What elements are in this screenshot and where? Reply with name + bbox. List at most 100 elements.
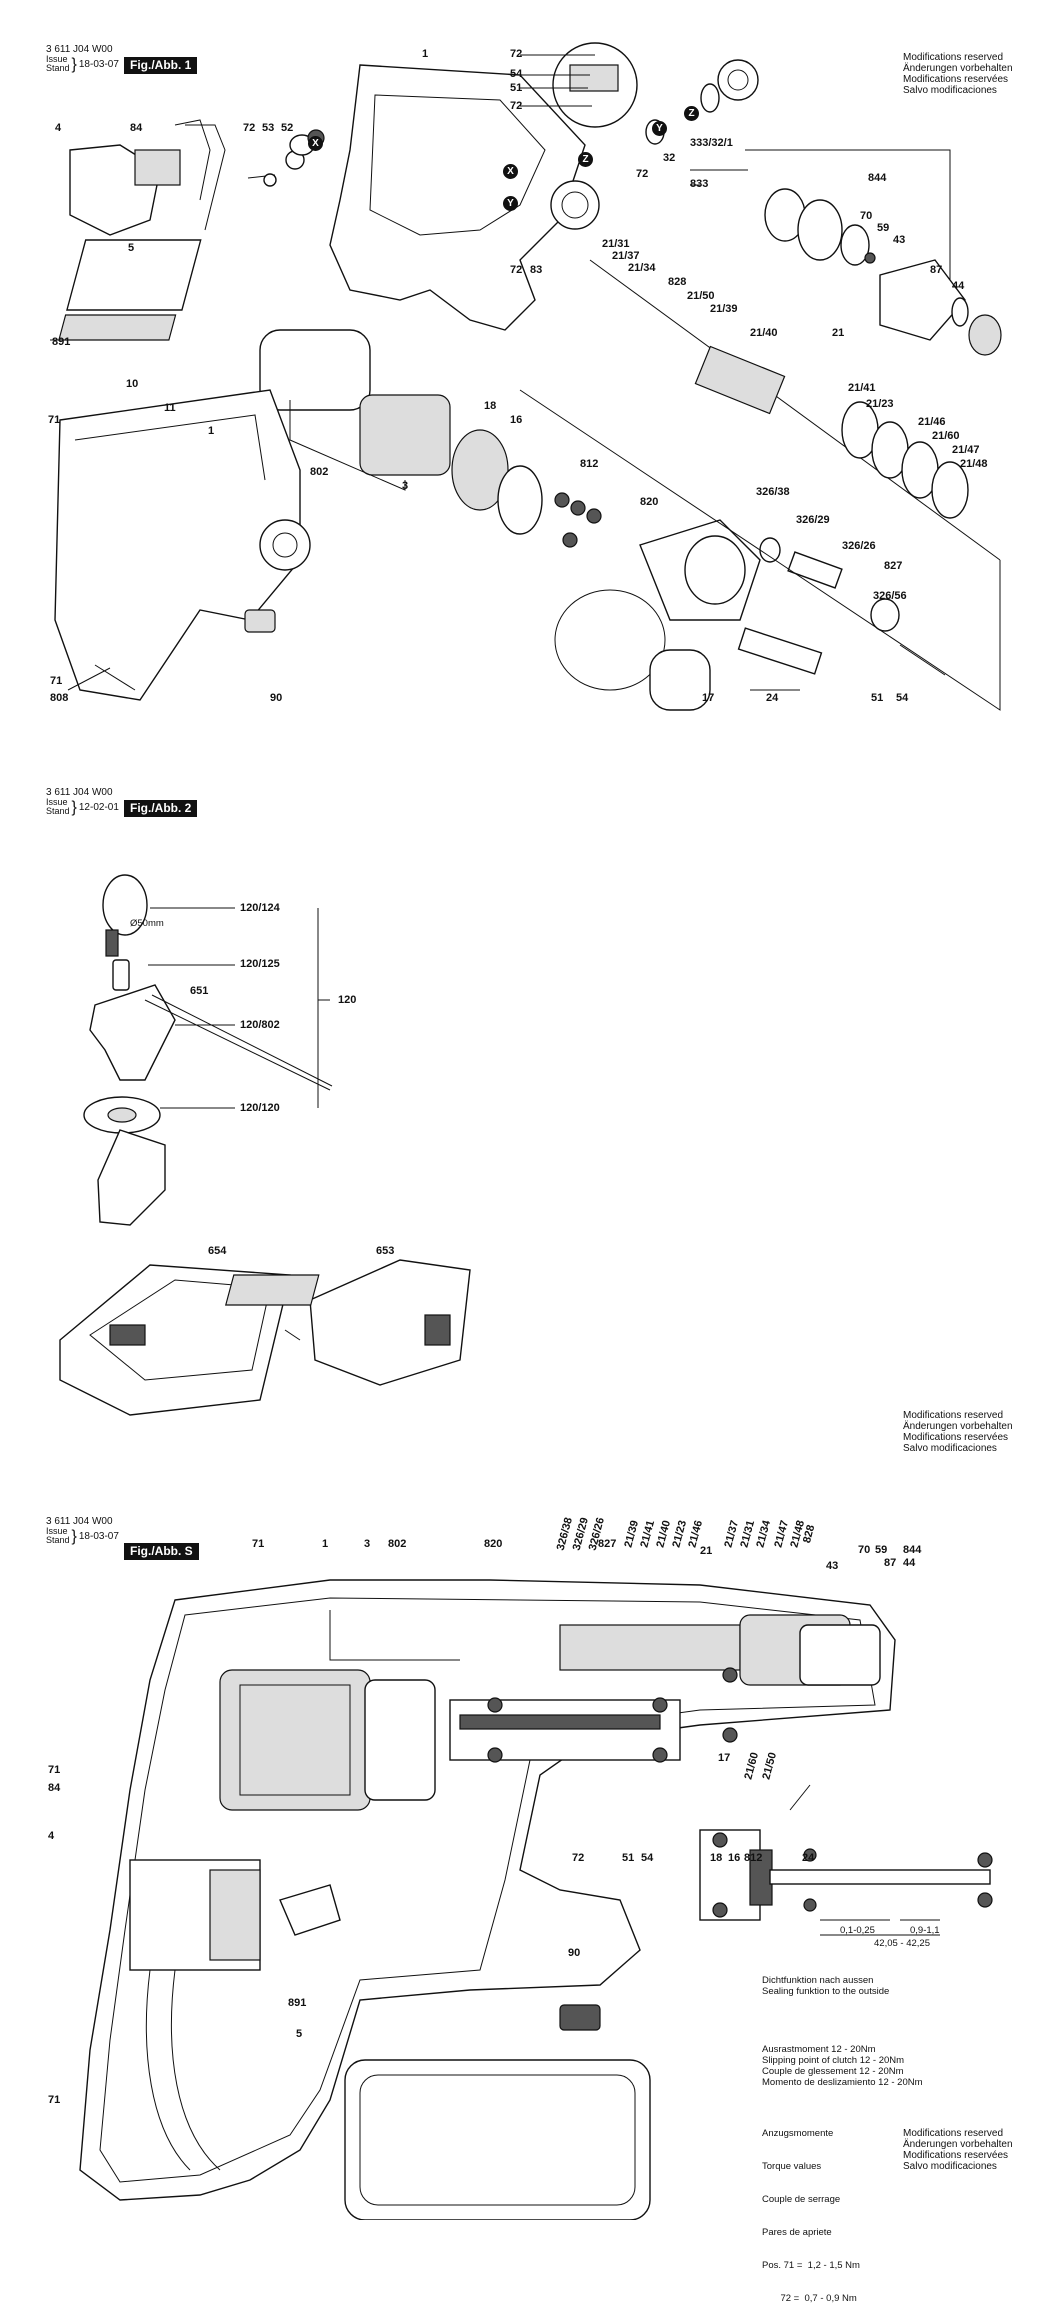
- fig1-part-label: 5: [128, 242, 135, 254]
- fig2-issue-label: Issue: [46, 797, 68, 807]
- fig1-part-label: 44: [952, 280, 965, 292]
- fig1-z-marker: Z: [578, 152, 593, 167]
- figS-clutch-line: Couple de glessement 12 - 20Nm: [762, 2066, 904, 2077]
- fig1-part-label: 87: [930, 264, 943, 276]
- fig1-part-label: 21/46: [918, 416, 946, 428]
- fig1-part-label: 72: [510, 48, 523, 60]
- figS-part-label: 70: [858, 1544, 871, 1556]
- figS-part-label: 59: [875, 1544, 888, 1556]
- fig1-part-label: 71: [50, 675, 63, 687]
- figS-part-label: 21: [700, 1545, 713, 1557]
- figS-part-label: 90: [568, 1947, 581, 1959]
- fig1-part-label: 72: [243, 122, 256, 134]
- fig2-part-label: 120/125: [240, 958, 280, 970]
- fig1-part-label: 21/37: [612, 250, 640, 262]
- fig1-part-label: 333/32/1: [690, 137, 733, 149]
- fig1-part-label: 16: [510, 414, 523, 426]
- fig1-part-label: 326/29: [796, 514, 830, 526]
- fig1-part-label: 24: [766, 692, 779, 704]
- fig2-mod-line: Modifications reserved: [903, 1410, 1004, 1421]
- fig1-part-label: 326/38: [756, 486, 790, 498]
- figS-part-label: 5: [296, 2028, 303, 2040]
- figS-part-label: 820: [484, 1538, 503, 1550]
- figS-part-label: 84: [48, 1782, 61, 1794]
- figS-issue-label: Issue: [46, 1526, 68, 1536]
- figS-part-label: 802: [388, 1538, 407, 1550]
- fig1-mod-line: Salvo modificaciones: [903, 85, 997, 96]
- fig1-part-label: 21/34: [628, 262, 656, 274]
- figS-torque-line: Anzugsmomente: [762, 2128, 834, 2139]
- fig2-part-label: 120/124: [240, 902, 280, 914]
- figS-torque-line: 72 = 0,7 - 0,9 Nm: [762, 2293, 857, 2304]
- figS-part-label: 72: [572, 1852, 585, 1864]
- figS-part-label: 4: [48, 1830, 55, 1842]
- fig2-part-label: 120: [338, 994, 357, 1006]
- figS-dim-label: 0,1-0,25: [840, 1925, 875, 1936]
- figS-date: 18-03-07: [78, 1530, 119, 1542]
- fig1-part-label: 10: [126, 378, 139, 390]
- fig1-part-label: 54: [510, 68, 523, 80]
- fig1-header: 3 611 J04 W00 Issue Stand } 18-03-07: [46, 44, 119, 73]
- figS-part-label: 43: [826, 1560, 839, 1572]
- fig1-part-label: 1: [208, 425, 215, 437]
- fig1-part-label: 72: [510, 100, 523, 112]
- figS-section-drawing: [79, 1579, 993, 2220]
- fig1-doc-number: 3 611 J04 W00: [46, 44, 113, 55]
- figS-torque-note: Anzugsmomente Torque values Couple de se…: [762, 2106, 860, 2315]
- figS-torque-line: Pos. 71 = 1,2 - 1,5 Nm: [762, 2260, 860, 2271]
- figS-part-label: 44: [903, 1557, 916, 1569]
- fig1-date: 18-03-07: [78, 58, 119, 70]
- fig1-part-label: 4: [55, 122, 62, 134]
- fig1-part-label: 21/41: [848, 382, 876, 394]
- fig1-part-label: 833: [690, 178, 709, 190]
- fig1-part-label: 72: [510, 264, 523, 276]
- figS-part-label: 71: [48, 2094, 61, 2106]
- fig1-part-label: 21/60: [932, 430, 960, 442]
- figS-part-label: 51: [622, 1852, 635, 1864]
- fig1-part-label: 70: [860, 210, 873, 222]
- figS-clutch-note: Ausrastmoment 12 - 20Nm Slipping point o…: [762, 2044, 923, 2088]
- figS-part-label: 87: [884, 1557, 897, 1569]
- fig1-y-marker: Y: [652, 121, 667, 136]
- fig1-mod-line: Modifications reservées: [903, 74, 1009, 85]
- fig1-part-label: 83: [530, 264, 543, 276]
- fig1-part-label: 51: [510, 82, 523, 94]
- figS-doc-number: 3 611 J04 W00: [46, 1516, 113, 1527]
- fig1-part-label: 21/47: [952, 444, 980, 456]
- figS-modifications: Modifications reserved Änderungen vorbeh…: [903, 2128, 1013, 2172]
- fig1-part-label: 802: [310, 466, 329, 478]
- figS-title: Fig./Abb. S: [124, 1543, 199, 1560]
- figS-part-label: 71: [48, 1764, 61, 1776]
- fig1-y-marker: Y: [503, 196, 518, 211]
- fig1-part-label: 326/26: [842, 540, 876, 552]
- fig1-part-label: 11: [164, 402, 176, 414]
- fig2-diameter: Ø50mm: [130, 918, 164, 929]
- figS-part-label: 1: [322, 1538, 329, 1550]
- fig1-title: Fig./Abb. 1: [124, 57, 198, 74]
- fig1-part-label: 812: [580, 458, 599, 470]
- figS-mod-line: Modifications reserved: [903, 2128, 1004, 2139]
- figS-part-label: 17: [718, 1752, 731, 1764]
- fig1-part-label: 54: [896, 692, 909, 704]
- fig1-part-label: 53: [262, 122, 275, 134]
- figS-header: 3 611 J04 W00 Issue Stand } 18-03-07: [46, 1516, 119, 1545]
- fig1-part-label: 52: [281, 122, 294, 134]
- fig2-title: Fig./Abb. 2: [124, 800, 198, 817]
- fig1-part-label: 828: [668, 276, 687, 288]
- fig1-exploded-drawing: [50, 42, 1002, 711]
- fig1-part-label: 326/56: [873, 590, 907, 602]
- fig1-part-label: 21/50: [687, 290, 715, 302]
- fig1-part-label: 1: [422, 48, 429, 60]
- fig1-part-label: 72: [636, 168, 649, 180]
- figS-part-label: 71: [252, 1538, 265, 1550]
- figS-part-label: 812: [744, 1852, 763, 1864]
- figS-mod-line: Salvo modificaciones: [903, 2161, 997, 2172]
- fig1-part-label: 827: [884, 560, 903, 572]
- fig1-x-marker: X: [308, 136, 323, 151]
- figS-part-label: 891: [288, 1997, 307, 2009]
- figS-mod-line: Modifications reservées: [903, 2150, 1009, 2161]
- figS-part-label: 3: [364, 1538, 371, 1550]
- figS-sealing-line: Dichtfunktion nach aussen: [762, 1975, 874, 1986]
- fig1-stand-label: Stand: [46, 63, 70, 73]
- fig1-mod-line: Änderungen vorbehalten: [903, 63, 1013, 74]
